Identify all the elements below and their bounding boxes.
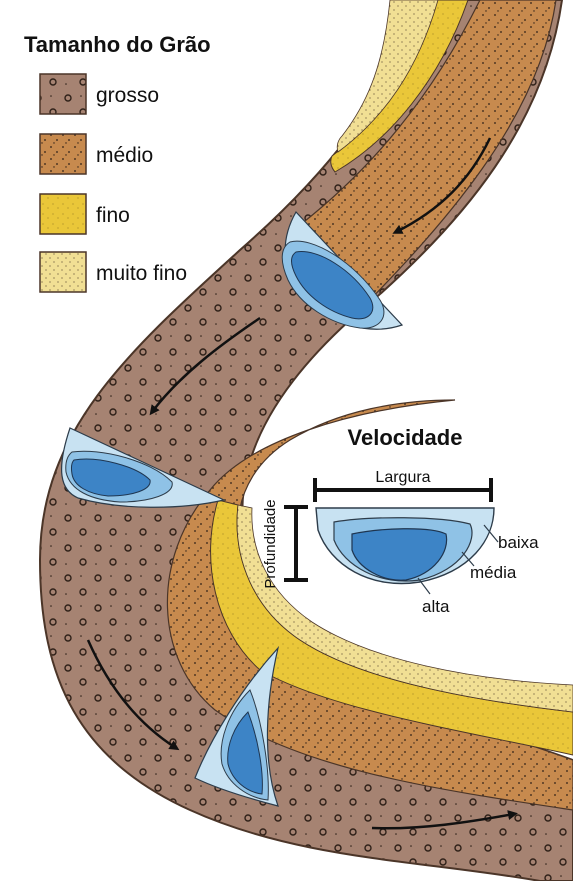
velocity-label-low: baixa: [498, 533, 539, 552]
legend-item-medium: médio: [40, 134, 153, 174]
river-channel: [40, 0, 573, 881]
legend-label-coarse: grosso: [96, 84, 159, 107]
width-label: Largura: [375, 469, 430, 486]
legend-item-very-fine: muito fino: [40, 252, 187, 292]
legend-swatch-very-fine: [40, 252, 86, 292]
legend-label-medium: médio: [96, 144, 153, 167]
velocity-title: Velocidade: [348, 425, 463, 450]
depth-label: Profundidade: [262, 499, 279, 588]
legend-item-coarse: grosso: [40, 74, 159, 114]
legend-label-very-fine: muito fino: [96, 262, 187, 285]
legend-item-fine: fino: [40, 194, 130, 234]
velocity-label-high: alta: [422, 597, 450, 616]
legend-swatch-fine: [40, 194, 86, 234]
legend-swatch-coarse: [40, 74, 86, 114]
legend-swatch-medium: [40, 134, 86, 174]
velocity-inset: Velocidade Largura Profundidade baixa mé…: [262, 425, 539, 616]
legend: Tamanho do Grão grosso médio fino muito …: [24, 32, 211, 292]
velocity-cross-section: [316, 508, 494, 583]
depth-bar: [284, 507, 308, 580]
velocity-label-medium: média: [470, 563, 517, 582]
legend-label-fine: fino: [96, 204, 130, 227]
legend-title: Tamanho do Grão: [24, 32, 211, 57]
